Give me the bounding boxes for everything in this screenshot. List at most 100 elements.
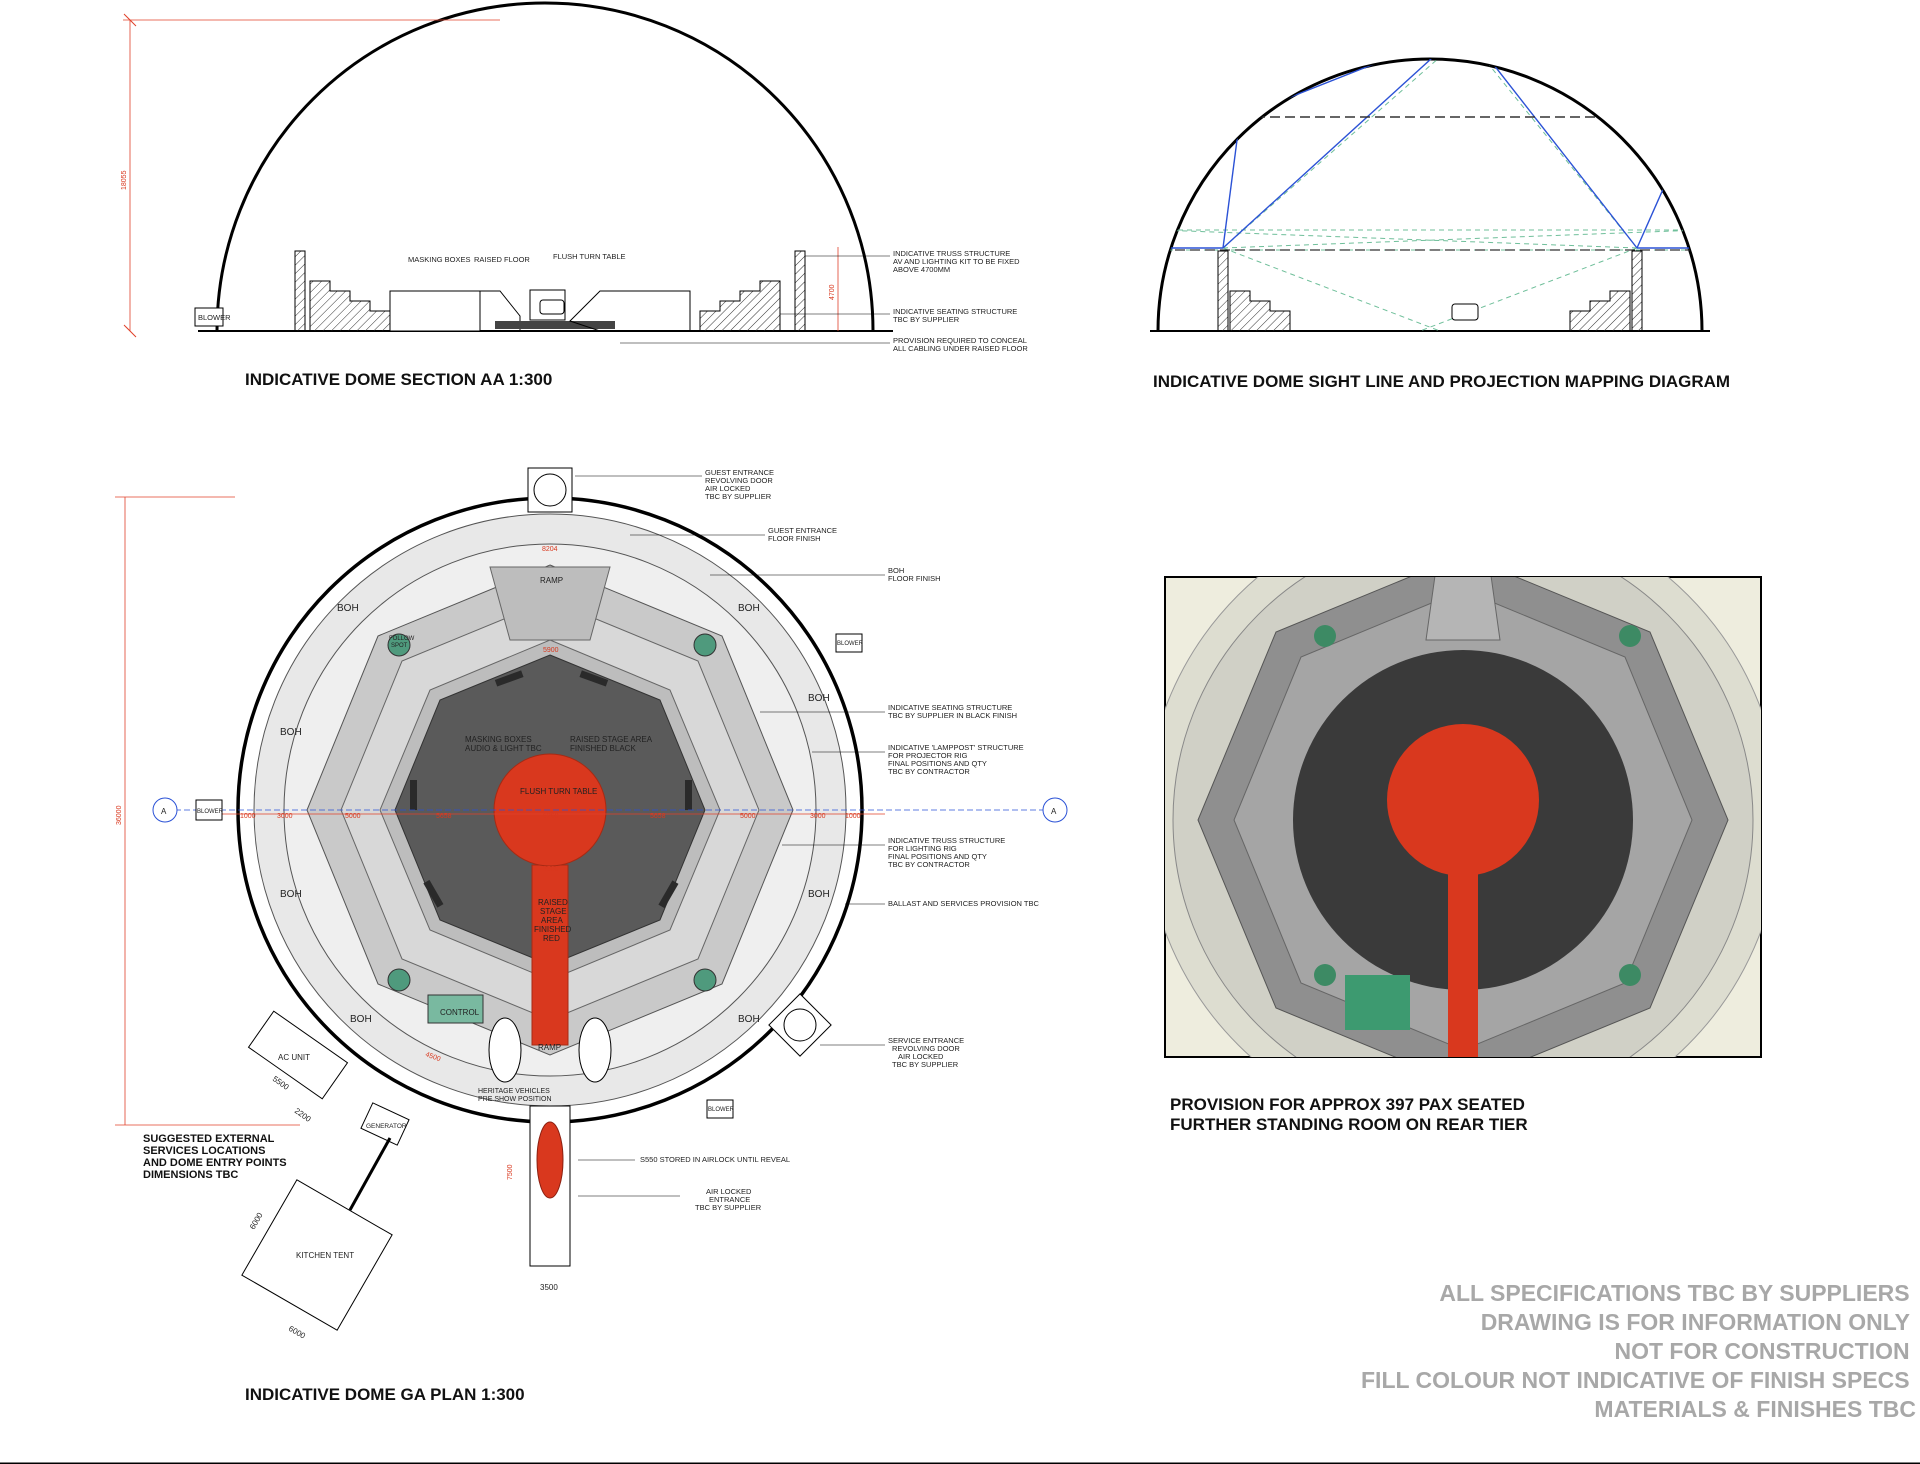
svg-text:GENERATOR: GENERATOR [366,1123,407,1130]
svg-text:3500: 3500 [543,866,559,873]
svg-text:CONTROL: CONTROL [440,1008,480,1017]
heritage-vehicle-2 [578,1017,612,1083]
svg-text:FLUSH TURN TABLE: FLUSH TURN TABLE [520,787,597,796]
svg-text:5658: 5658 [650,813,666,820]
svg-text:BOH: BOH [350,1014,372,1025]
kitchen-tent [241,1179,393,1331]
svg-text:2200: 2200 [293,1106,313,1124]
ac-unit [247,1010,349,1100]
sightlines [1158,59,1702,331]
svg-text:BOH: BOH [738,1014,760,1025]
dome-section-aa: 18055 BLOWER MASKING BOXES RAISED FLOOR … [121,1,1028,389]
sightline-title: INDICATIVE DOME SIGHT LINE AND PROJECTIO… [1153,372,1730,391]
car-icon [539,299,565,315]
svg-text:ALL SPECIFICATIONS TBC BY SUPP: ALL SPECIFICATIONS TBC BY SUPPLIERS DRAW… [1361,1280,1916,1422]
seating-left [309,280,391,332]
svg-text:RAMP: RAMP [538,1043,561,1052]
svg-text:BOH: BOH [808,889,830,900]
svg-text:A: A [161,807,167,816]
svg-text:KITCHEN TENT: KITCHEN TENT [296,1251,354,1260]
raised-floor [495,321,615,329]
dome-ga-plan: 36000 CONTROL [115,467,1068,1404]
svg-text:RAISED FLOOR: RAISED FLOOR [474,255,530,264]
svg-text:S550 STORED IN AIRLOCK UNTIL R: S550 STORED IN AIRLOCK UNTIL REVEAL [640,1155,790,1164]
svg-text:6000: 6000 [287,1324,307,1341]
svg-text:AC UNIT: AC UNIT [278,1053,310,1062]
svg-text:3000: 3000 [277,813,293,820]
sightline-diagram: INDICATIVE DOME SIGHT LINE AND PROJECTIO… [1150,57,1730,391]
seating-right [699,280,781,332]
svg-text:4500: 4500 [424,1051,441,1063]
svg-text:6260: 6260 [543,813,559,820]
svg-text:BLOWER: BLOWER [708,1107,735,1113]
svg-text:5000: 5000 [345,813,361,820]
control-booth [427,994,484,1024]
svg-text:BOH: BOH [738,603,760,614]
svg-text:36000: 36000 [116,805,123,825]
svg-text:4700: 4700 [829,284,836,300]
svg-text:1000: 1000 [240,813,256,820]
masking-box [389,290,481,332]
svg-text:PROVISION FOR APPROX 397 PAX S: PROVISION FOR APPROX 397 PAX SEATEDFURTH… [1170,1095,1528,1134]
svg-text:FLUSH TURN TABLE: FLUSH TURN TABLE [553,252,626,261]
s550-car [536,1121,564,1199]
service-entrance-revolving-door [768,993,832,1057]
heritage-vehicle-1 [488,1017,522,1083]
generator [360,1102,410,1146]
dome-outline [215,1,875,332]
svg-text:BOH: BOH [808,693,830,704]
svg-text:BLOWER: BLOWER [198,313,231,322]
svg-text:5658: 5658 [436,813,452,820]
svg-text:BOH: BOH [280,727,302,738]
render-turn-table [1387,724,1539,876]
svg-text:5000: 5000 [740,813,756,820]
height-dim-text: 18055 [121,170,128,190]
follow-spots [387,633,717,992]
section-marker-left [152,797,178,823]
svg-text:8204: 8204 [542,546,558,553]
svg-text:A: A [1051,807,1057,816]
svg-text:BOH: BOH [280,889,302,900]
render-caption-line-1: PROVISION FOR APPROX 397 PAX SEATED [1170,1095,1525,1114]
guest-entrance-revolving-door [527,467,573,513]
blower-box [194,307,224,327]
svg-text:3000: 3000 [810,813,826,820]
section-title: INDICATIVE DOME SECTION AA 1:300 [245,370,552,389]
section-marker-right [1042,797,1068,823]
plan-callout-lines [575,475,885,1197]
svg-text:BOH: BOH [337,603,359,614]
svg-text:6000: 6000 [248,1211,265,1231]
disclaimer: ALL SPECIFICATIONS TBC BY SUPPLIERS DRAW… [1361,1280,1916,1422]
svg-text:BLOWER: BLOWER [837,641,864,647]
svg-text:5900: 5900 [543,647,559,654]
svg-text:RAMP: RAMP [540,576,563,585]
render-caption-line-2: FURTHER STANDING ROOM ON REAR TIER [1170,1115,1528,1134]
svg-text:3500: 3500 [540,1283,558,1292]
plan-title: INDICATIVE DOME GA PLAN 1:300 [245,1385,525,1404]
svg-text:5500: 5500 [271,1074,291,1092]
svg-text:1000: 1000 [845,813,861,820]
truss-right [794,250,806,332]
svg-text:7500: 7500 [507,1164,514,1180]
svg-text:BALLAST AND SERVICES PROVISION: BALLAST AND SERVICES PROVISION TBC [888,899,1039,908]
red-stage-runway [531,864,569,1046]
